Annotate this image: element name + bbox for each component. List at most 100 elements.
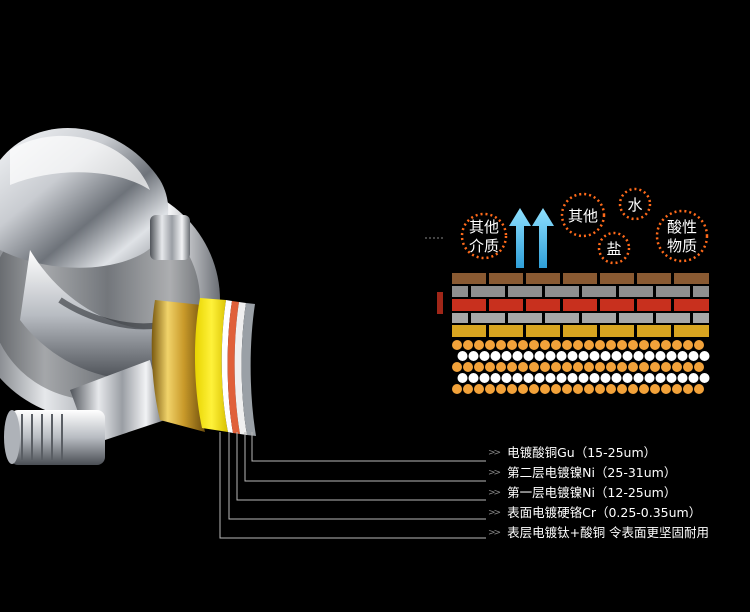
- wall-dot: [474, 340, 484, 350]
- wall-dot: [633, 351, 644, 361]
- wall-dot: [518, 362, 528, 372]
- wall-dot: [595, 362, 605, 372]
- wall-dot: [606, 362, 616, 372]
- wall-dot: [457, 373, 468, 383]
- wall-dot: [518, 340, 528, 350]
- double-chevron-icon: >>: [488, 528, 501, 538]
- wall-dot: [463, 340, 473, 350]
- leader-lines: [219, 432, 486, 539]
- wall-dot: [644, 351, 655, 361]
- wall-dot: [650, 362, 660, 372]
- wall-dot: [479, 351, 490, 361]
- wall-dot: [512, 373, 523, 383]
- wall-dot: [556, 373, 567, 383]
- wall-dot: [490, 351, 501, 361]
- brick-row-gold: [452, 325, 709, 337]
- wall-dot: [694, 340, 704, 350]
- wall-dot: [567, 373, 578, 383]
- wall-dot: [551, 384, 561, 394]
- wall-dot: [501, 373, 512, 383]
- wall-dot: [606, 340, 616, 350]
- wall-dot: [468, 373, 479, 383]
- wall-dot: [694, 362, 704, 372]
- wall-dot: [573, 340, 583, 350]
- wall-dot: [545, 373, 556, 383]
- brick-row-gray-2: [452, 313, 709, 323]
- wall-dot: [688, 351, 699, 361]
- brick-row-gray-1: [452, 286, 709, 297]
- wall-dot: [534, 373, 545, 383]
- wall-dot: [485, 384, 495, 394]
- wall-dot: [666, 351, 677, 361]
- plating-layers-cutaway: [151, 298, 256, 436]
- plating-legend: >> 电镀酸铜Gu（15-25um） >> 第二层电镀镍Ni（25-31um） …: [488, 443, 743, 543]
- brick-row-red: [452, 299, 709, 311]
- arrow-up-icon-1: [509, 208, 531, 268]
- wall-dot: [661, 362, 671, 372]
- bubble-water: 水: [618, 187, 652, 221]
- wall-dot: [578, 351, 589, 361]
- wall-dot: [699, 351, 710, 361]
- legend-item-chrome: >> 表面电镀硬铬Cr（0.25-0.35um）: [488, 503, 743, 523]
- wall-dot: [545, 351, 556, 361]
- wall-dot: [507, 384, 517, 394]
- wall-dot: [485, 340, 495, 350]
- wall-dot: [611, 373, 622, 383]
- legend-item-copper: >> 电镀酸铜Gu（15-25um）: [488, 443, 743, 463]
- wall-dot: [573, 384, 583, 394]
- wall-dot: [584, 340, 594, 350]
- bubble-acidic-line1: 酸性: [667, 218, 697, 236]
- wall-dot: [540, 384, 550, 394]
- wall-dot: [452, 384, 462, 394]
- wall-dot: [551, 362, 561, 372]
- wall-dot: [595, 384, 605, 394]
- wall-dot: [496, 340, 506, 350]
- wall-dot: [644, 373, 655, 383]
- wall-dot: [683, 362, 693, 372]
- wall-dot: [457, 351, 468, 361]
- wall-dot: [507, 340, 517, 350]
- wall-dot: [589, 373, 600, 383]
- wall-dot: [512, 351, 523, 361]
- wall-dot: [496, 384, 506, 394]
- bubble-other-medium-line1: 其他: [469, 218, 499, 236]
- bubble-acidic-line2: 物质: [667, 237, 697, 255]
- wall-dot: [540, 340, 550, 350]
- wall-dot: [600, 373, 611, 383]
- wall-dot: [683, 340, 693, 350]
- wall-dot: [540, 362, 550, 372]
- wall-dot: [567, 351, 578, 361]
- wall-dot: [551, 340, 561, 350]
- double-chevron-icon: >>: [488, 468, 501, 478]
- wall-dot: [474, 384, 484, 394]
- wall-dot: [523, 373, 534, 383]
- wall-dot: [523, 351, 534, 361]
- wall-dot: [639, 384, 649, 394]
- bubble-water-label: 水: [627, 196, 642, 214]
- wall-dot: [633, 373, 644, 383]
- upward-arrows: [509, 208, 554, 268]
- wall-dot: [589, 351, 600, 361]
- wall-dot: [556, 351, 567, 361]
- wall-dot: [650, 384, 660, 394]
- wall-dot: [529, 362, 539, 372]
- wall-dot: [452, 340, 462, 350]
- wall-dot: [573, 362, 583, 372]
- wall-dot: [507, 362, 517, 372]
- wall-dot: [622, 351, 633, 361]
- wall-dot: [534, 351, 545, 361]
- legend-item-label: 第一层电镀镍Ni（12-25um）: [507, 485, 677, 500]
- bubble-other-label: 其他: [568, 207, 598, 225]
- wall-dot: [699, 373, 710, 383]
- wall-dot: [661, 384, 671, 394]
- wall-dot: [617, 384, 627, 394]
- wall-dot: [562, 340, 572, 350]
- wall-dot: [463, 384, 473, 394]
- wall-dot: [661, 340, 671, 350]
- wall-dot: [529, 340, 539, 350]
- legend-item-titanium: >> 表层电镀钛+酸铜 令表面更坚固耐用: [488, 523, 743, 543]
- wall-dot: [474, 362, 484, 372]
- wall-dot: [617, 362, 627, 372]
- wall-dot: [452, 362, 462, 372]
